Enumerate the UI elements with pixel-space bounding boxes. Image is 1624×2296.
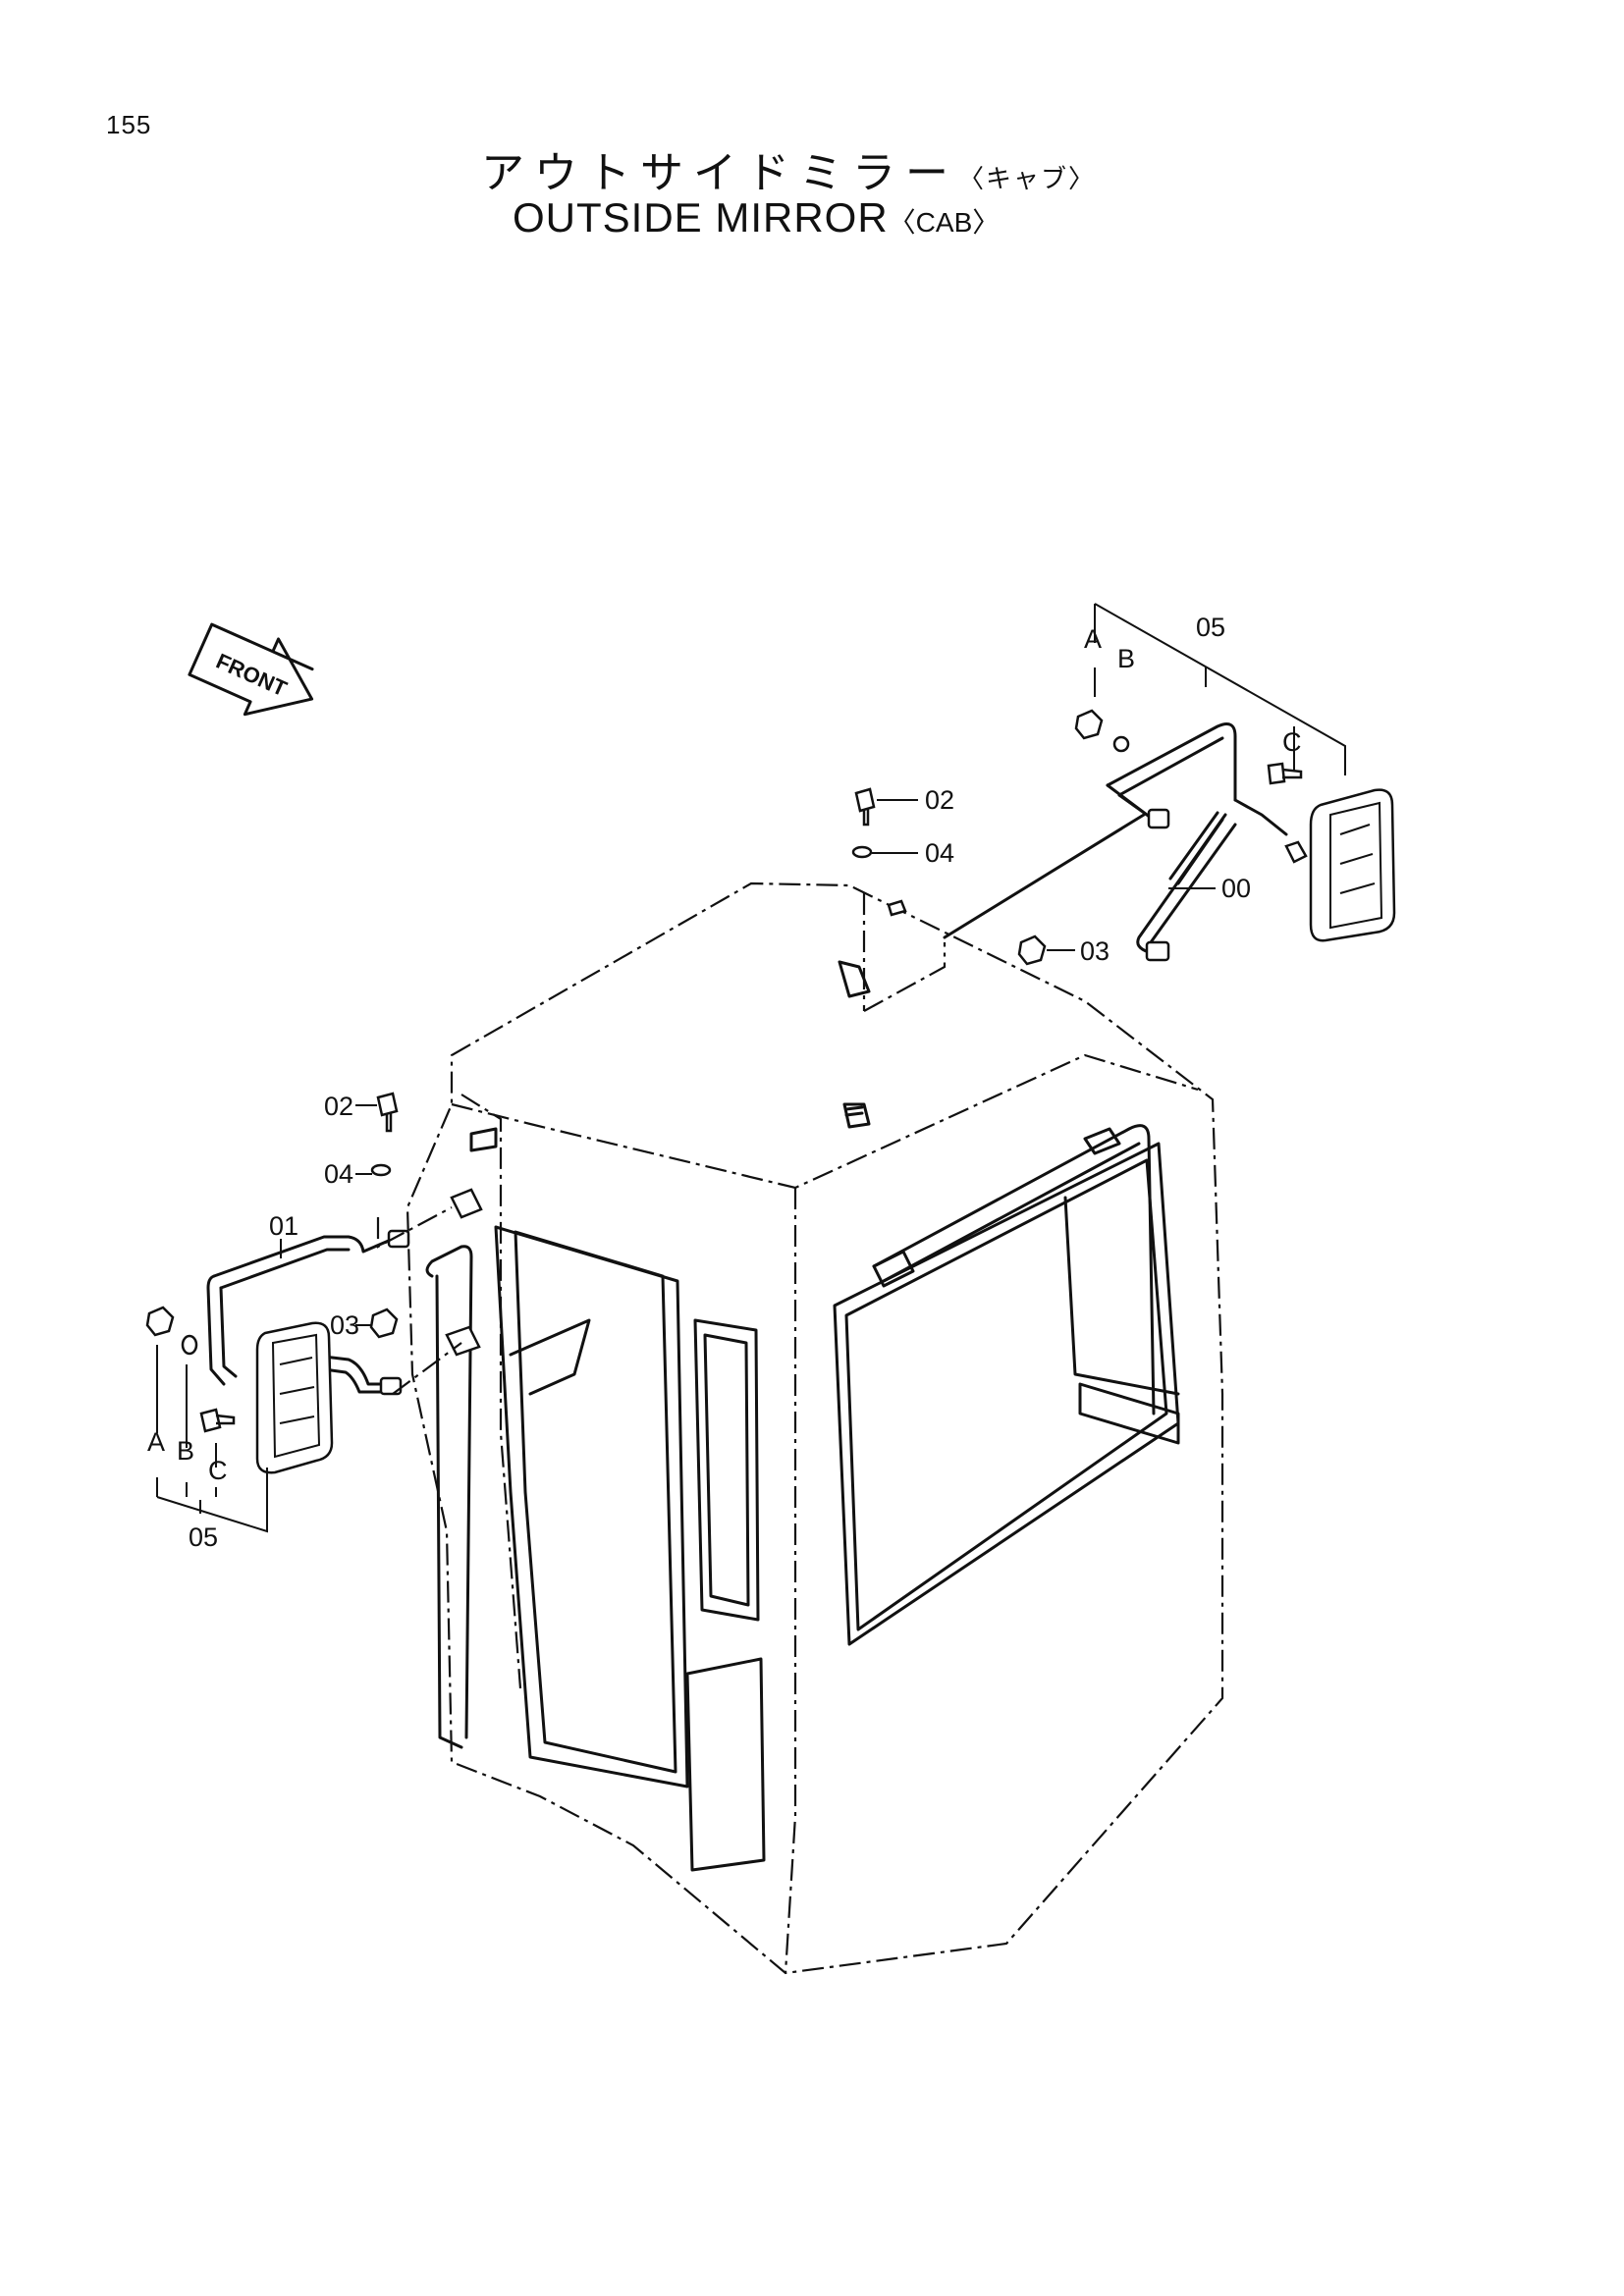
right-stay-end-icon bbox=[1145, 940, 1170, 962]
title-en-suffix: 〈CAB〉 bbox=[888, 207, 1001, 238]
right-washer-b-icon bbox=[1112, 735, 1130, 753]
callout-right-c: C bbox=[1282, 727, 1302, 757]
right-mirror-assembly bbox=[838, 603, 1396, 1012]
title-english: OUTSIDE MIRROR〈CAB〉 bbox=[513, 194, 1000, 241]
title-jp-suffix: 〈キャブ〉 bbox=[958, 165, 1097, 194]
left-bolt-c-icon bbox=[199, 1408, 236, 1433]
right-bolt-c-icon bbox=[1267, 762, 1303, 785]
right-washer-04-icon bbox=[851, 845, 873, 859]
right-nut-a-icon bbox=[1074, 709, 1104, 740]
cab-body bbox=[406, 881, 1224, 1975]
callout-left-a: A bbox=[147, 1427, 165, 1457]
callout-right-assembly: 05 bbox=[1196, 613, 1225, 642]
page-number: 155 bbox=[106, 110, 152, 139]
left-bolt-02-icon bbox=[376, 1092, 399, 1133]
callout-left-nut: 03 bbox=[330, 1310, 359, 1340]
right-bolt-02-icon bbox=[854, 787, 876, 827]
title-jp-text: アウトサイドミラー bbox=[481, 148, 958, 198]
left-washer-04-icon bbox=[370, 1163, 392, 1177]
callout-left-c: C bbox=[208, 1456, 228, 1485]
right-mirror-glass-icon bbox=[1309, 788, 1396, 942]
callout-left-bolt: 02 bbox=[324, 1092, 353, 1121]
left-washer-b-icon bbox=[181, 1334, 198, 1356]
callout-right-bolt: 02 bbox=[925, 785, 954, 815]
callout-right-nut: 03 bbox=[1080, 936, 1110, 966]
callout-right-washer: 04 bbox=[925, 838, 954, 868]
callout-right-a: A bbox=[1084, 624, 1102, 654]
left-mirror-assembly bbox=[145, 1092, 483, 1533]
callout-left-b: B bbox=[177, 1436, 194, 1466]
callout-left-stay: 01 bbox=[269, 1211, 298, 1241]
front-arrow-icon: FRONT bbox=[188, 622, 314, 717]
left-nut-a-icon bbox=[145, 1306, 175, 1337]
left-mirror-glass-icon bbox=[255, 1321, 334, 1474]
title-japanese: アウトサイドミラー〈キャブ〉 bbox=[481, 137, 1096, 200]
right-nut-03-icon bbox=[1017, 934, 1047, 966]
callout-left-assembly: 05 bbox=[189, 1522, 218, 1552]
callout-left-washer: 04 bbox=[324, 1159, 353, 1189]
title-en-text: OUTSIDE MIRROR bbox=[513, 194, 889, 240]
front-arrow-label: FRONT bbox=[212, 649, 291, 702]
callout-right-stay: 00 bbox=[1221, 874, 1251, 903]
callout-right-b: B bbox=[1117, 644, 1135, 673]
left-nut-03-icon bbox=[369, 1308, 399, 1339]
